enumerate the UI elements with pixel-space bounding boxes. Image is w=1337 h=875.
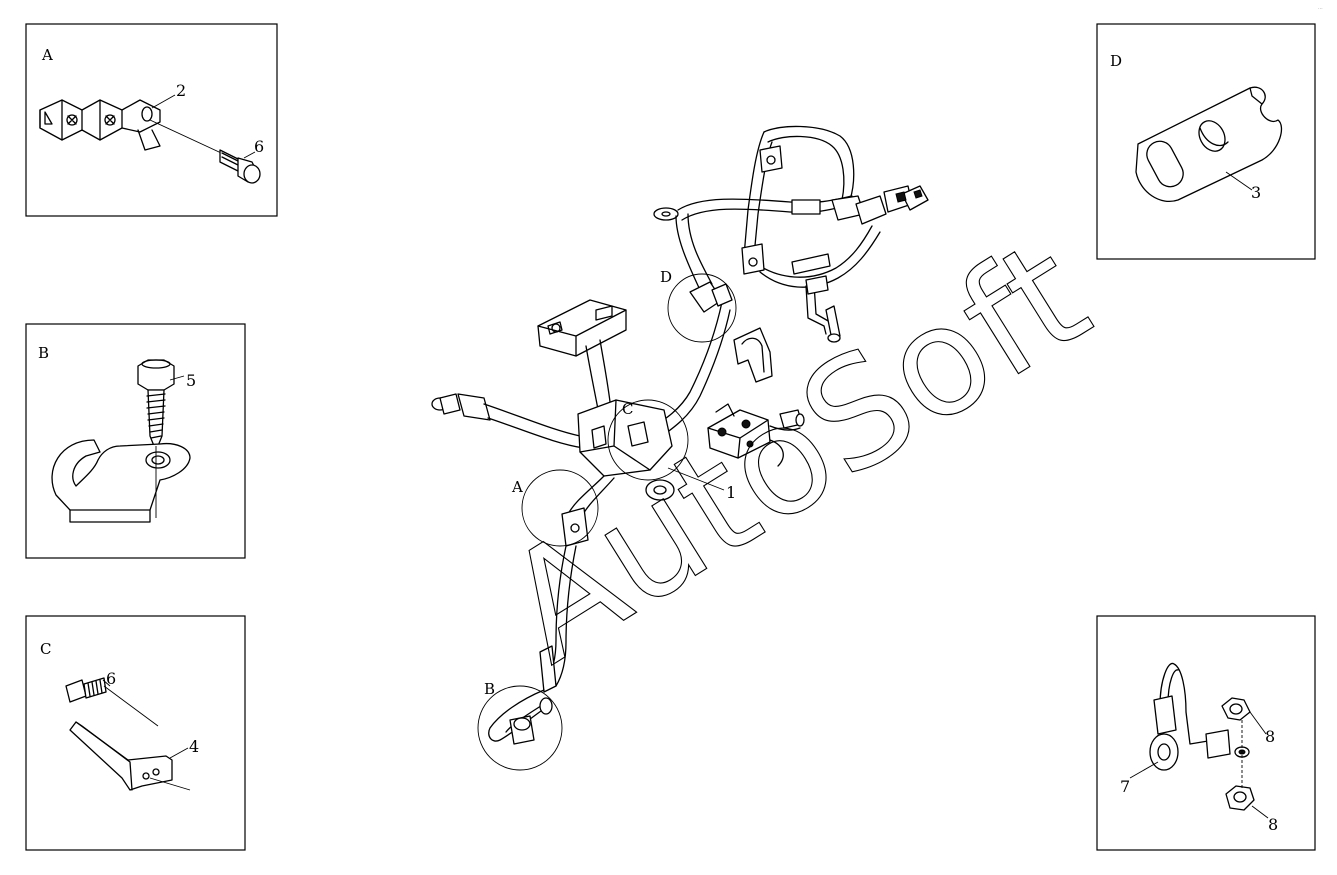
screw-part xyxy=(137,359,175,447)
detail-panel-a: A 2 6 xyxy=(25,23,278,217)
panel-ground-callout-8-upper: 8 xyxy=(1265,727,1275,746)
panel-ground-callout-7: 7 xyxy=(1120,777,1130,796)
panel-c-label: C xyxy=(40,640,51,658)
panel-ground-callout-8-lower: 8 xyxy=(1268,815,1278,834)
main-harness-assembly xyxy=(431,125,929,771)
detail-panel-ground: 8 7 8 xyxy=(1096,615,1316,851)
panel-a-callout-2: 2 xyxy=(176,81,186,100)
marker-b: B xyxy=(484,680,495,698)
panel-d-callout-3: 3 xyxy=(1251,183,1261,202)
detail-panel-b: B 5 xyxy=(25,323,246,559)
corner-mark: ··· xyxy=(1318,6,1323,12)
bolt-part xyxy=(219,149,261,184)
bracket-part-c xyxy=(69,721,173,791)
watermark-text: AutoSoft xyxy=(478,207,1117,696)
panel-a-callout-6: 6 xyxy=(254,137,264,156)
panel-d-label: D xyxy=(1110,52,1122,70)
marker-c: C xyxy=(622,400,633,418)
marker-d: D xyxy=(660,268,672,286)
panel-c-callout-6: 6 xyxy=(106,669,116,688)
detail-panel-c: C 6 4 xyxy=(25,615,246,851)
clip-plate-part xyxy=(1135,86,1283,202)
panel-a-label: A xyxy=(41,46,53,64)
nut-lower xyxy=(1225,785,1255,811)
harness-clip-part xyxy=(51,439,191,523)
marker-a: A xyxy=(511,478,523,496)
panel-c-callout-4: 4 xyxy=(189,737,199,756)
panel-b-label: B xyxy=(38,344,49,362)
detail-panel-d: D 3 xyxy=(1096,23,1316,260)
ground-cable-part xyxy=(1149,662,1231,771)
main-callout-1: 1 xyxy=(726,483,736,502)
panel-b-callout-5: 5 xyxy=(186,371,196,390)
bracket-part xyxy=(39,99,161,151)
bolt-part-c xyxy=(65,677,107,703)
